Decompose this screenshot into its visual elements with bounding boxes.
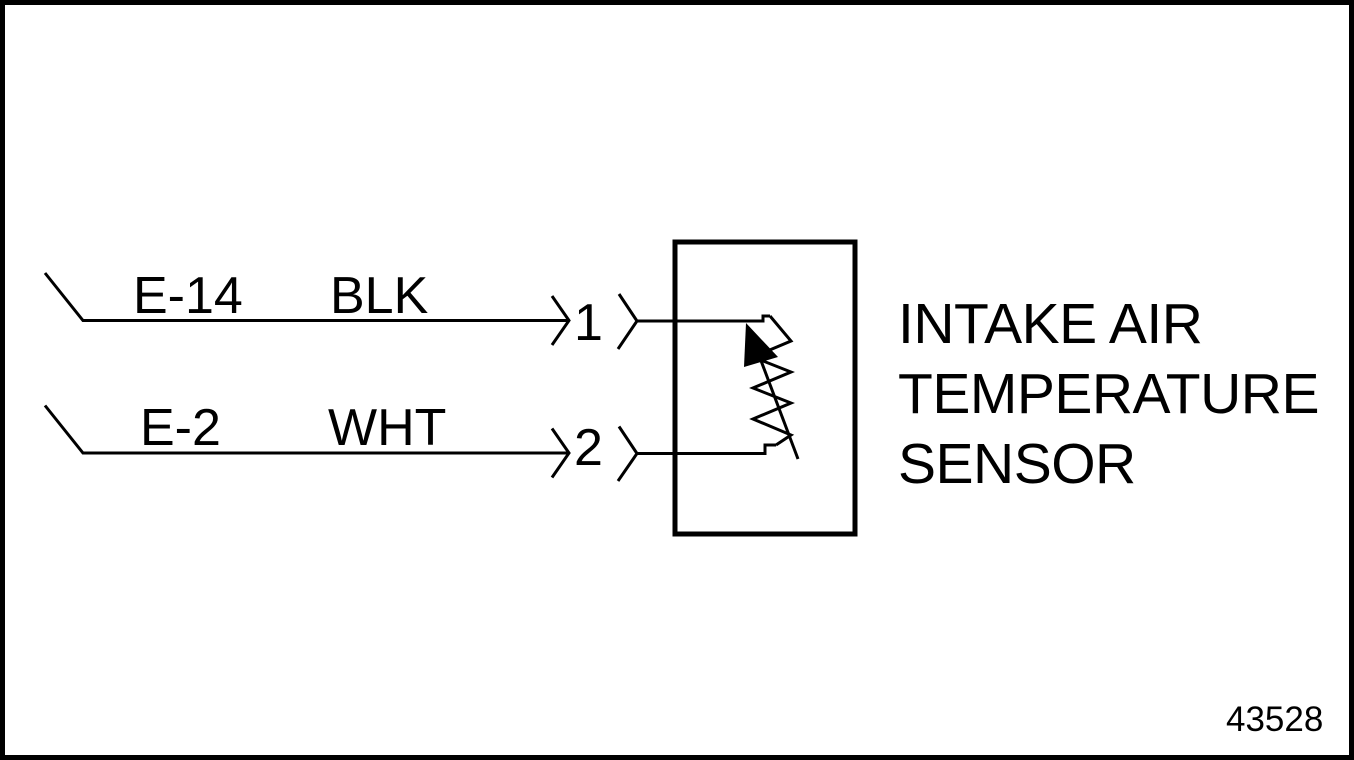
wire-2-line: [43, 404, 569, 455]
wire-1-line: [43, 272, 569, 322]
wire-1-sensor-lead: [637, 314, 770, 323]
pin-2-number-label: 2: [574, 419, 603, 477]
pin-2-harness-arrow-icon: [550, 427, 571, 479]
variable-arrow-shaft: [755, 349, 800, 460]
resistor-zigzag-icon: [749, 315, 795, 447]
pin-1-harness-arrow-icon: [550, 295, 571, 346]
component-name-line-1: INTAKE AIR: [898, 292, 1202, 356]
wiring-diagram: E-14 BLK 1 E-2 WHT 2 INTAKE AIR TEMPERAT…: [43, 239, 1323, 739]
wire-1-circuit-label: E-14: [133, 267, 243, 325]
component-name-line-3: SENSOR: [898, 432, 1136, 496]
wire-2-circuit-label: E-2: [140, 399, 221, 457]
wire-2-sensor-lead: [637, 443, 776, 455]
sensor-box: [672, 239, 858, 537]
component-name-line-2: TEMPERATURE: [898, 362, 1319, 426]
pin-1-sensor-chevron-icon: [616, 293, 639, 350]
wire-1-color-label: BLK: [330, 267, 429, 325]
thermistor-icon: [744, 315, 800, 460]
wire-2: [43, 404, 776, 482]
wire-1: [43, 272, 770, 350]
pin-2-sensor-chevron-icon: [616, 425, 639, 482]
wire-2-color-label: WHT: [328, 399, 446, 457]
figure-number: 43528: [1226, 700, 1323, 739]
pin-1-number-label: 1: [574, 294, 603, 352]
variable-arrowhead-icon: [744, 323, 778, 367]
